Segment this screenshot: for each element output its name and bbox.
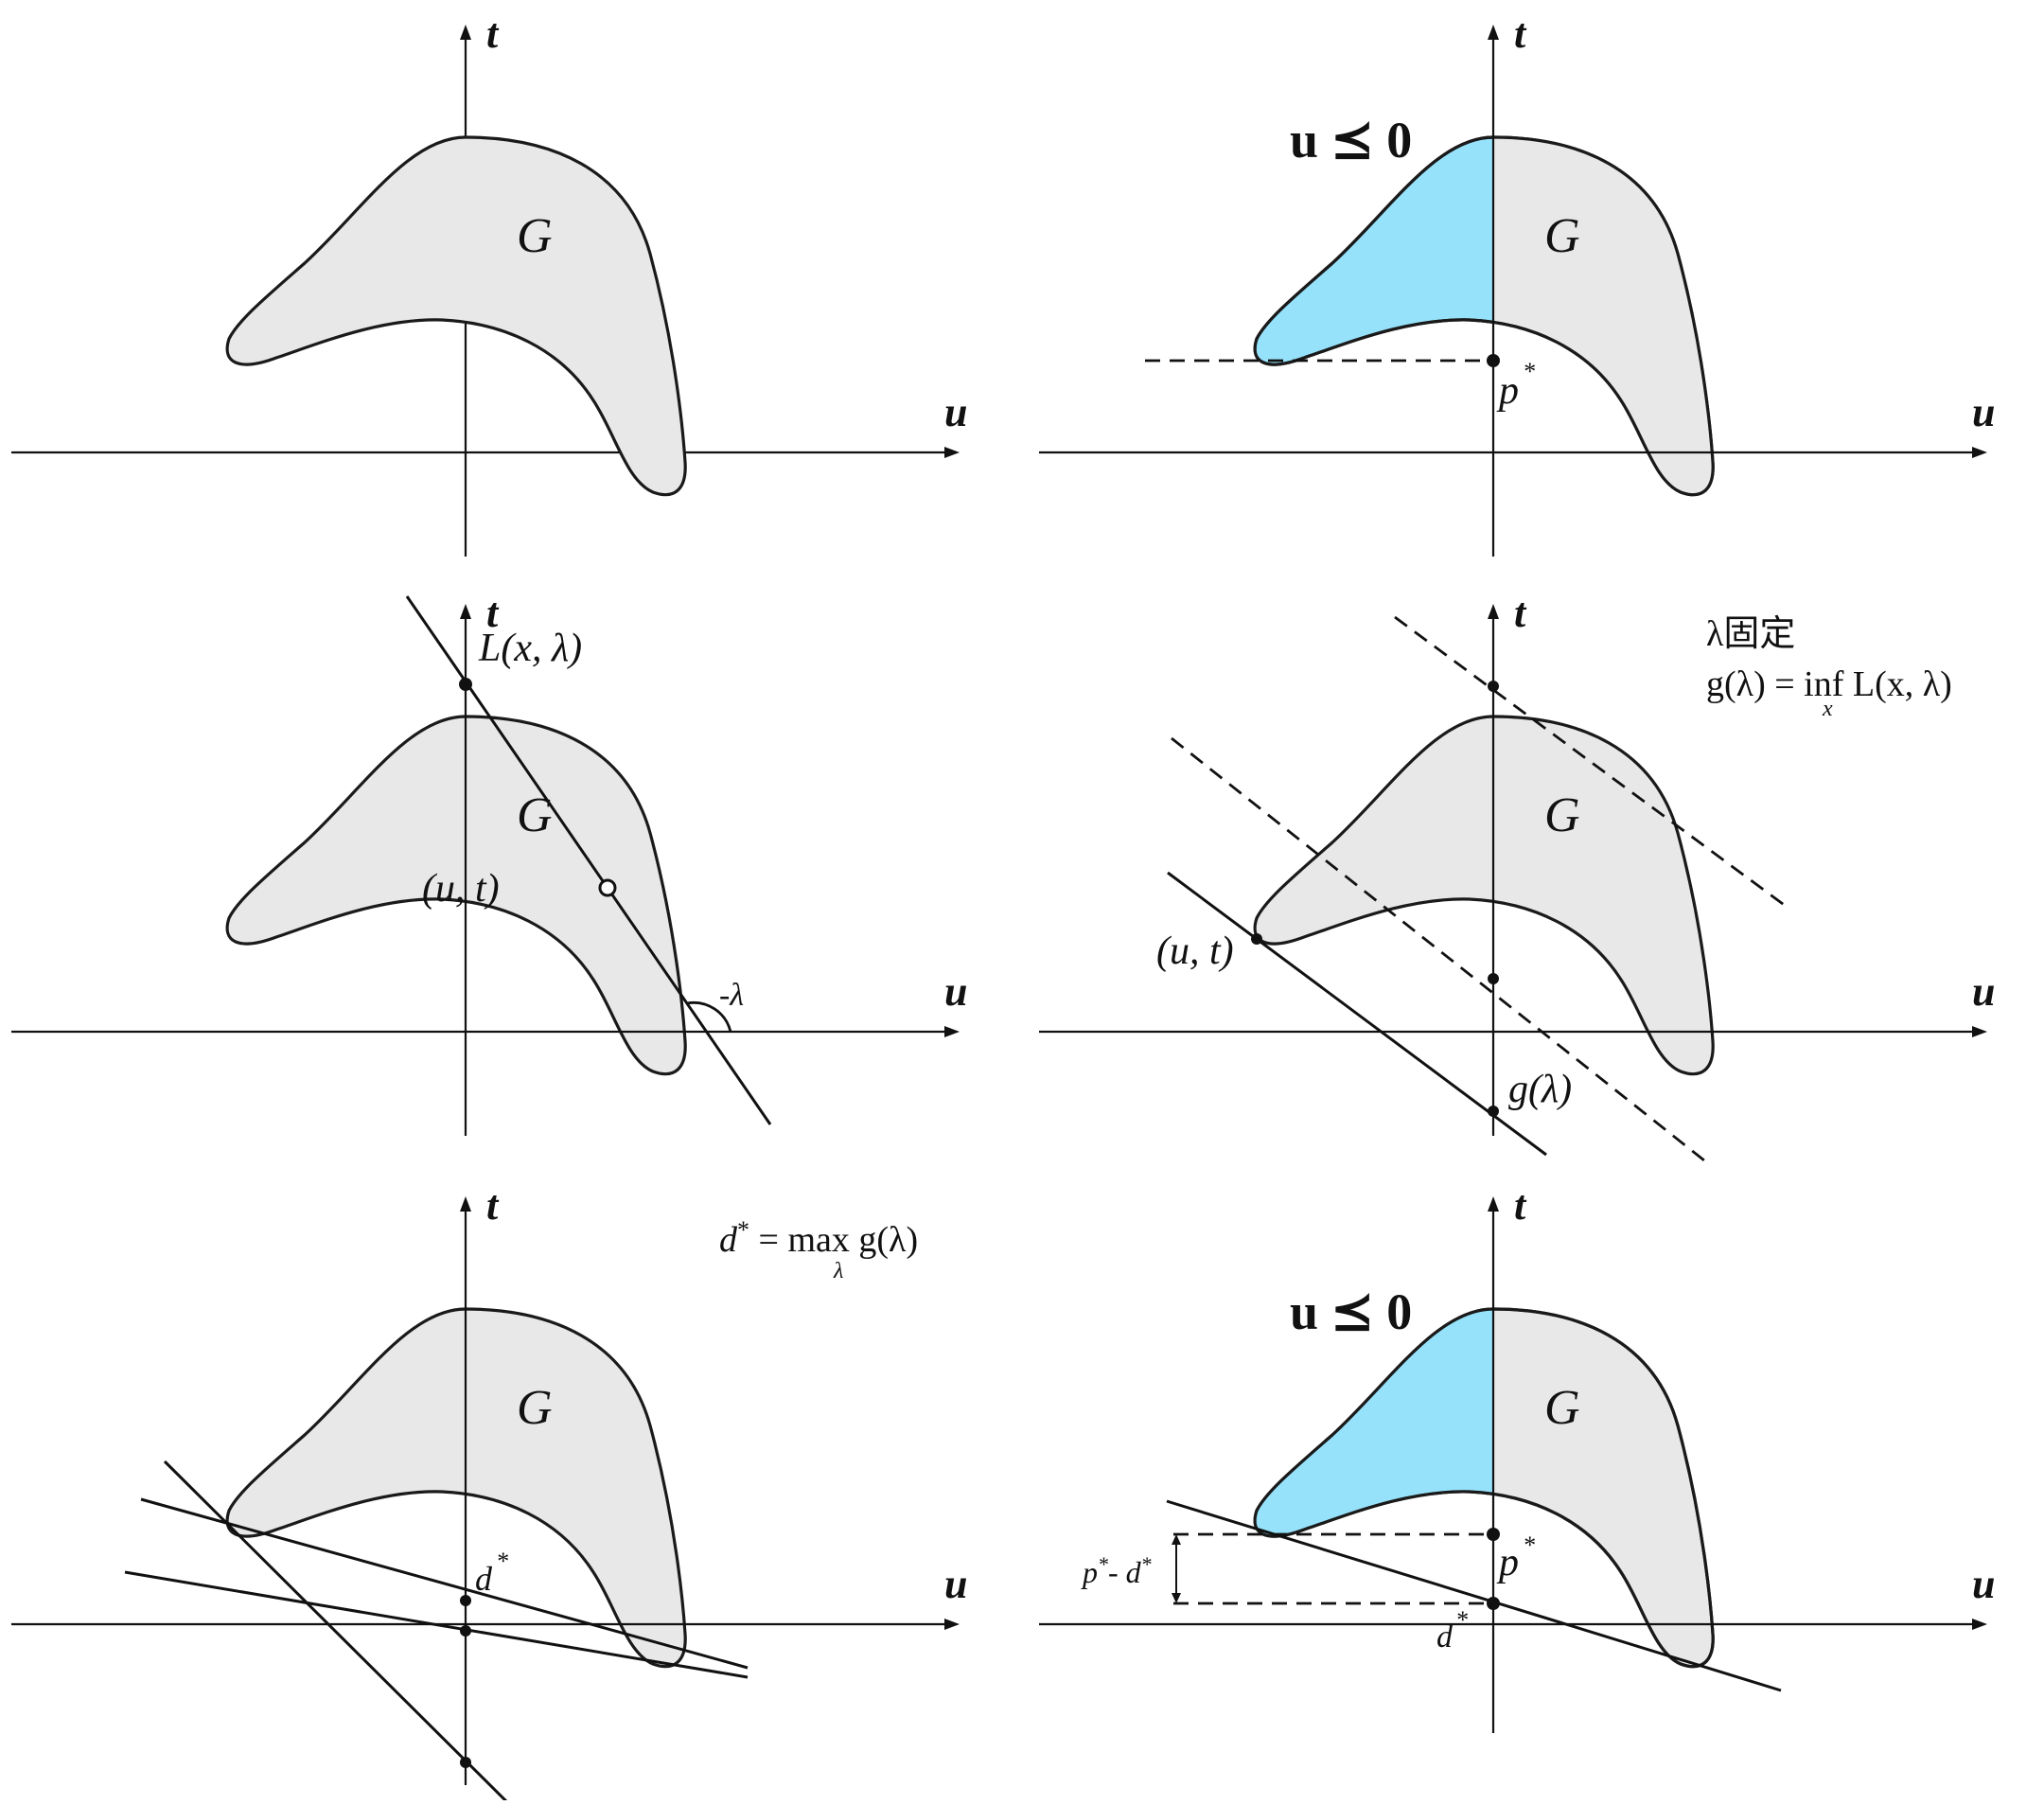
steep-line: [163, 1460, 511, 1805]
t-axis-label: t: [1514, 590, 1527, 636]
d-star-superscript: *: [1455, 1606, 1468, 1634]
p-star-label: p: [1496, 1541, 1519, 1584]
note-dual-function: g(λ) = inf L(x, λ): [1706, 664, 1952, 704]
formula-max-subscript: λ: [833, 1259, 843, 1283]
formula-d-star: d* = max g(λ): [719, 1216, 918, 1260]
panel-1: t u G: [11, 10, 967, 557]
region-label: G: [517, 788, 553, 842]
point-ut-label: (u, t): [422, 867, 500, 911]
u-axis-label: u: [944, 1561, 967, 1607]
shallow-line: [124, 1570, 749, 1679]
u-axis-arrow-icon: [944, 447, 960, 458]
u-axis-arrow-icon: [944, 1026, 960, 1037]
u-axis-label: u: [1972, 1561, 1995, 1607]
constraint-label: u ⪯ 0: [1290, 112, 1412, 168]
region-label: G: [1544, 788, 1580, 842]
panel-4: t u G λ固定 g(λ) = inf L(x, λ) x (u, t) g(…: [1039, 590, 1995, 1166]
t-axis-arrow-icon: [460, 604, 471, 619]
duality-gap-label: p*- d*: [1081, 1552, 1152, 1589]
intercept-point: [459, 678, 472, 691]
lagrangian-label: L(x, λ): [478, 627, 582, 670]
p-star-point: [1487, 354, 1500, 367]
u-axis-arrow-icon: [1972, 1026, 1987, 1037]
dashed-line-upper: [1394, 615, 1788, 909]
note-inf-subscript: x: [1822, 697, 1833, 721]
d-star-point: [460, 1595, 471, 1606]
supporting-line: [1167, 871, 1547, 1157]
d-star-superscript: *: [496, 1548, 508, 1575]
region-label: G: [517, 209, 553, 263]
t-axis-label: t: [486, 1182, 500, 1229]
tangent-point: [1251, 933, 1262, 945]
gap-arrow-down-icon: [1172, 1593, 1181, 1603]
region-g-shape: [225, 1307, 687, 1669]
panel-5: t u G d * d* = max g(λ) λ: [11, 1182, 967, 1805]
intercept-steep: [460, 1757, 471, 1768]
g-lambda-label: g(λ): [1508, 1068, 1572, 1111]
dashed-line-middle: [1171, 736, 1710, 1166]
intercept-shallow: [460, 1625, 471, 1637]
region-label: G: [1544, 209, 1580, 263]
t-axis-label: t: [1514, 10, 1527, 57]
u-axis-arrow-icon: [1972, 447, 1987, 458]
u-axis-arrow-icon: [944, 1619, 960, 1630]
d-star-label: d: [1436, 1619, 1454, 1655]
t-axis-label: t: [1514, 1182, 1527, 1229]
panel-6: t u G u ⪯ 0 p * d * p*- d*: [1039, 1182, 1995, 1733]
p-star-superscript: *: [1523, 1531, 1535, 1559]
slope-label: -λ: [719, 978, 744, 1013]
intercept-upper: [1488, 681, 1499, 692]
p-star-superscript: *: [1523, 358, 1535, 385]
t-axis-arrow-icon: [1488, 604, 1499, 619]
intercept-middle: [1488, 973, 1499, 984]
panel-2: t u G u ⪯ 0 p *: [1039, 10, 1995, 557]
u-axis-label: u: [1972, 389, 1995, 435]
slope-angle-arc: [686, 1001, 732, 1033]
p-star-label: p: [1496, 369, 1519, 413]
d-star-point: [1487, 1597, 1500, 1610]
region-label: G: [1544, 1381, 1580, 1435]
region-g-shape: [1253, 715, 1715, 1076]
constraint-label: u ⪯ 0: [1290, 1283, 1412, 1340]
u-axis-label: u: [944, 968, 967, 1015]
region-label: G: [517, 1381, 553, 1435]
optimal-line: [140, 1497, 749, 1670]
intercept-g-lambda: [1488, 1106, 1499, 1117]
d-star-label: d: [475, 1560, 493, 1598]
t-axis-arrow-icon: [1488, 25, 1499, 40]
panel-3: t u G L(x, λ) (u, t) -λ: [11, 590, 967, 1136]
u-axis-label: u: [1972, 968, 1995, 1015]
gap-arrow-up-icon: [1172, 1534, 1181, 1545]
point-ut-label: (u, t): [1156, 929, 1234, 973]
t-axis-arrow-icon: [460, 25, 471, 40]
t-axis-arrow-icon: [1488, 1196, 1499, 1212]
optimal-dual-line: [1166, 1499, 1782, 1692]
t-axis-arrow-icon: [460, 1196, 471, 1212]
point-ut-marker: [598, 878, 617, 897]
p-star-point: [1487, 1528, 1500, 1541]
region-right-fill: [1493, 137, 1714, 495]
note-lambda-fixed: λ固定: [1706, 614, 1795, 654]
t-axis-label: t: [486, 590, 500, 636]
u-axis-label: u: [944, 389, 967, 435]
feasible-region-shade: [1255, 1309, 1493, 1537]
t-axis-label: t: [486, 10, 500, 57]
region-g-shape: [225, 135, 687, 497]
u-axis-arrow-icon: [1972, 1619, 1987, 1630]
